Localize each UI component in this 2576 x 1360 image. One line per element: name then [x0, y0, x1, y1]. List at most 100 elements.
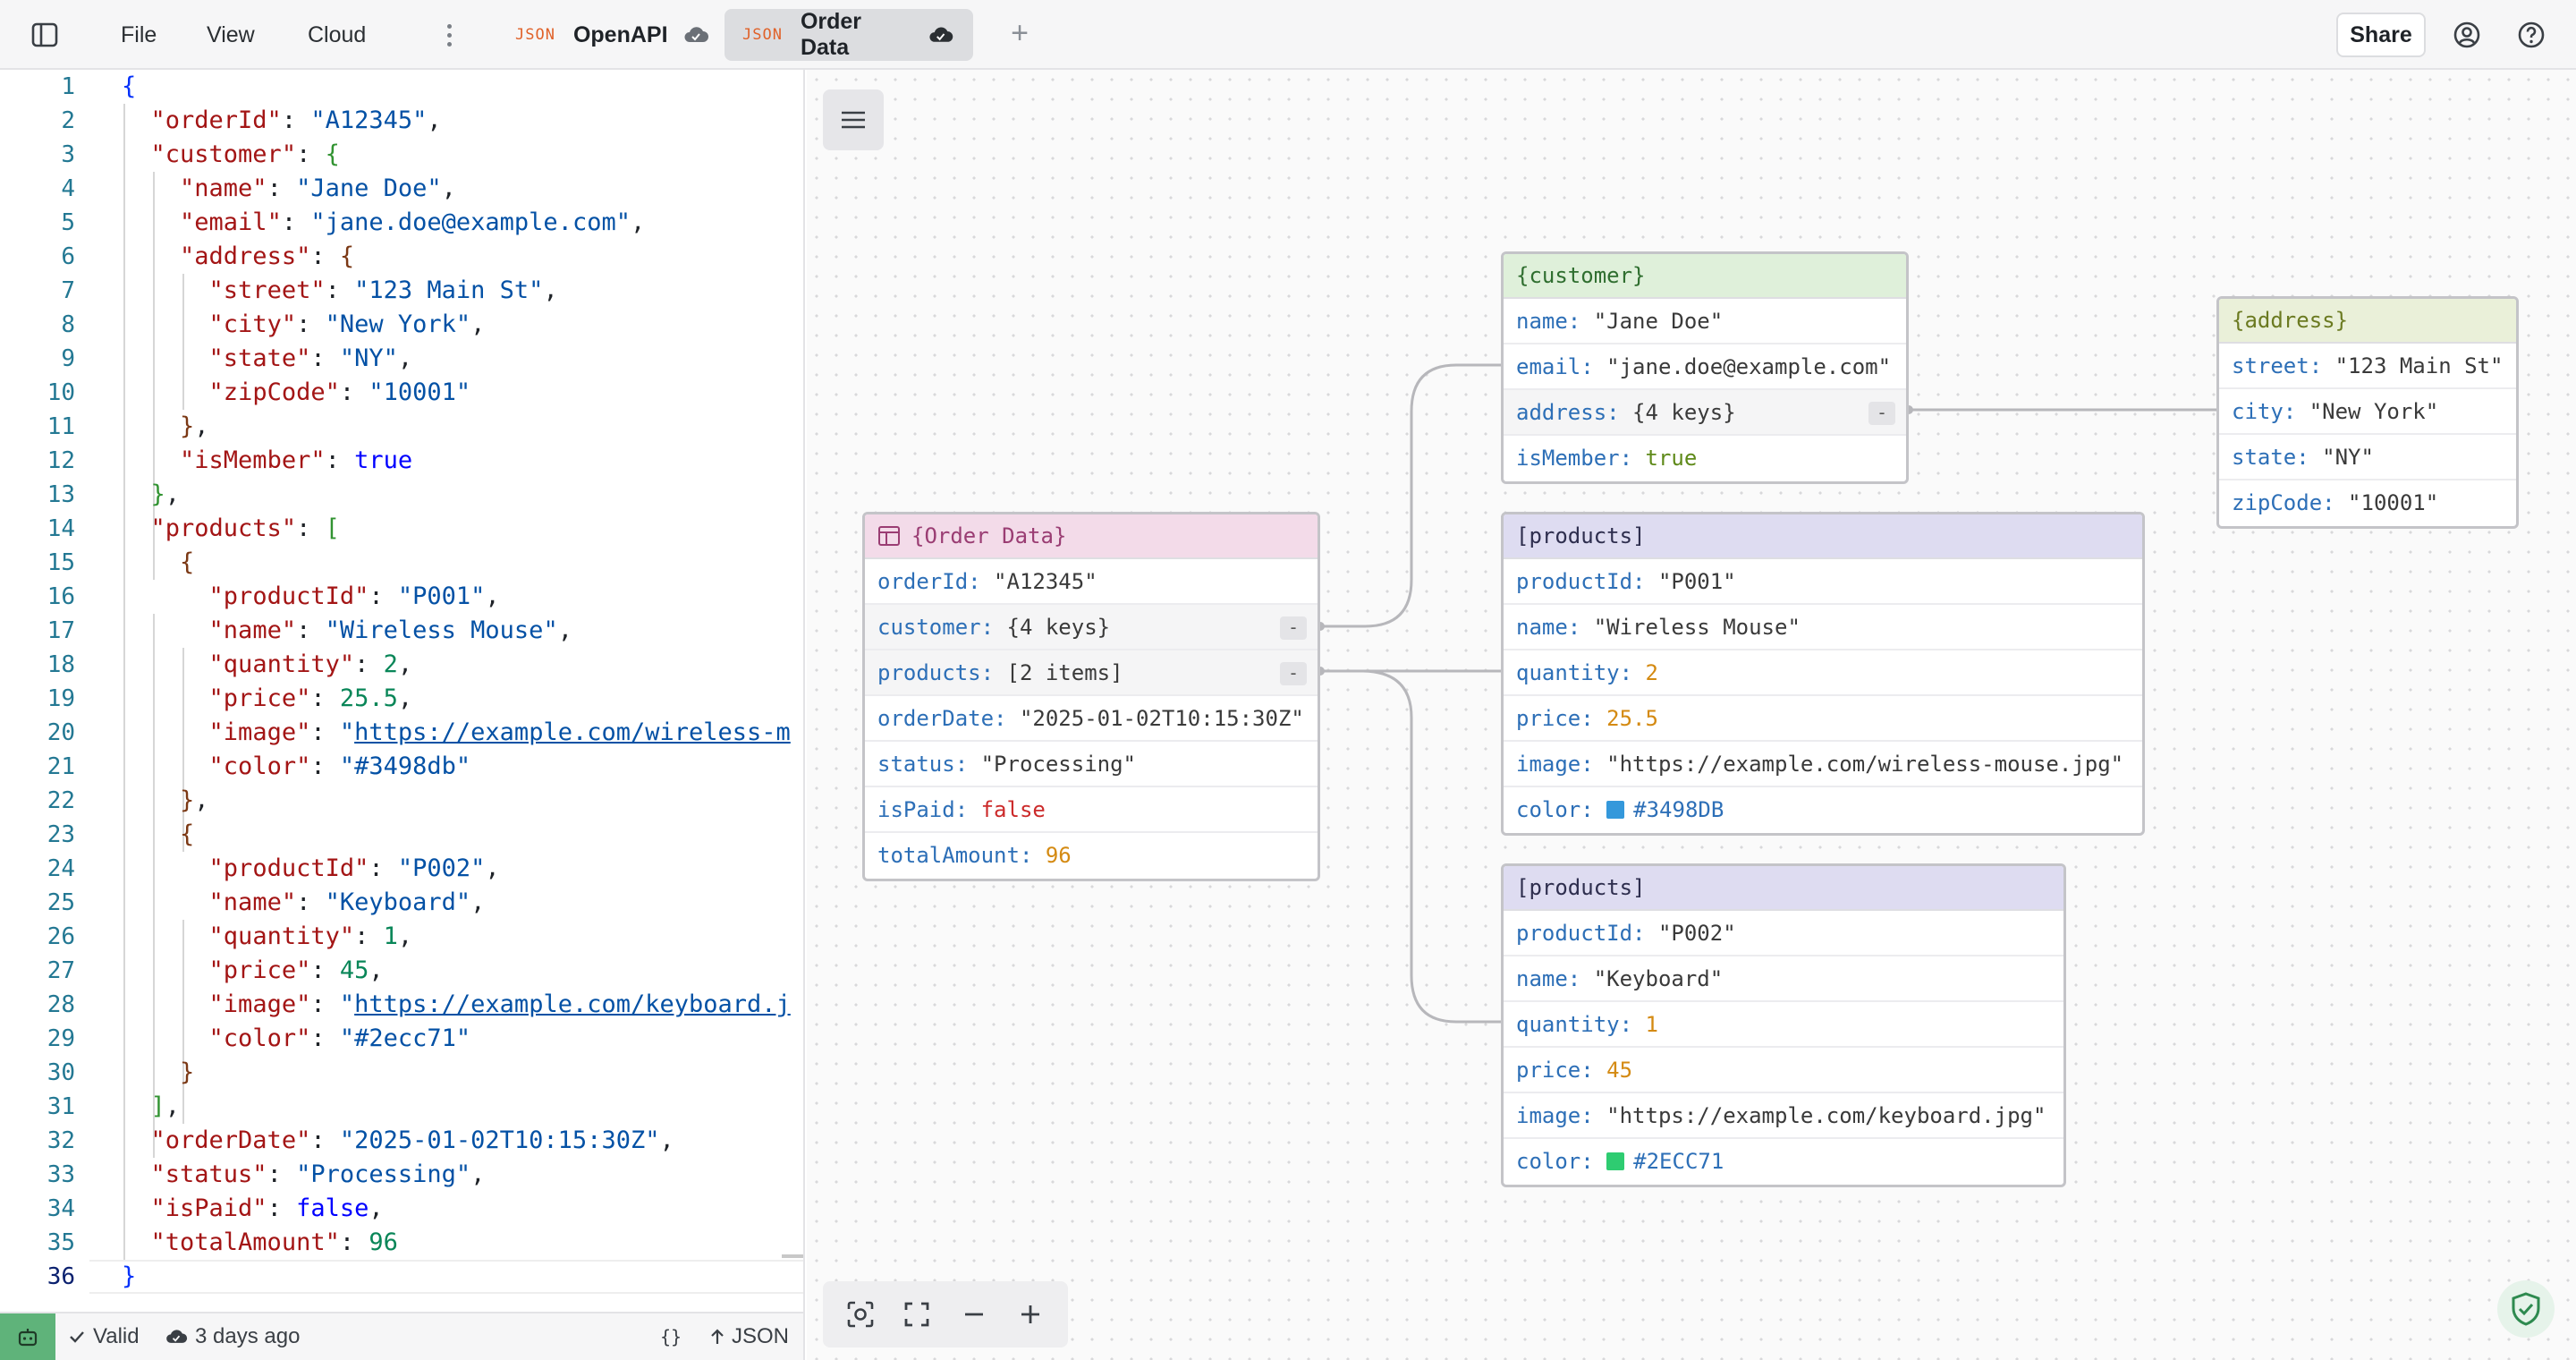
line-number: 30: [47, 1059, 75, 1086]
line-number: 11: [47, 413, 75, 440]
menu-view[interactable]: View: [207, 22, 255, 47]
json-key: "quantity": [208, 922, 355, 950]
indent-guide: [182, 648, 184, 852]
indent-guide: [182, 920, 184, 1124]
json-string: "123 Main St": [354, 276, 544, 304]
node-order-data[interactable]: {Order Data} orderId: "A12345" customer:…: [862, 512, 1320, 881]
line-number: 10: [47, 379, 75, 406]
focus-icon[interactable]: [841, 1295, 880, 1334]
validation-status: Valid: [68, 1313, 140, 1360]
line-number: 34: [47, 1195, 75, 1222]
node-header: {Order Data}: [865, 514, 1318, 559]
json-key: "name": [208, 616, 297, 644]
format-braces-button[interactable]: {}: [660, 1326, 682, 1347]
line-number: 21: [47, 753, 75, 780]
node-title: {customer}: [1516, 263, 1646, 288]
json-key: "products": [150, 514, 297, 542]
new-tab-button[interactable]: +: [1011, 16, 1029, 50]
share-button[interactable]: Share: [2336, 13, 2426, 57]
node-product-1[interactable]: [products] productId: "P001" name: "Wire…: [1501, 512, 2145, 836]
color-swatch: [1606, 1152, 1625, 1170]
cloud-synced-icon: [684, 27, 708, 42]
json-string: "P002": [397, 854, 486, 882]
node-customer[interactable]: {customer} name: "Jane Doe" email: "jane…: [1501, 251, 1909, 484]
json-link[interactable]: https://example.com/wireless-m: [354, 718, 791, 746]
json-key: "email": [180, 208, 282, 236]
zoom-out-icon[interactable]: [954, 1295, 994, 1334]
line-number: 12: [47, 447, 75, 474]
json-string: "Keyboard": [325, 888, 471, 916]
collapse-button[interactable]: -: [1868, 402, 1895, 425]
line-number: 23: [47, 821, 75, 848]
status-bar: Valid 3 days ago {} JSON: [0, 1312, 805, 1360]
graph-canvas[interactable]: {Order Data} orderId: "A12345" customer:…: [807, 70, 2576, 1360]
json-key: "status": [150, 1160, 267, 1188]
account-icon[interactable]: [2449, 17, 2485, 53]
current-line-highlight: [89, 1260, 803, 1294]
node-row-customer[interactable]: customer: {4 keys}-: [865, 605, 1318, 650]
line-number: 14: [47, 515, 75, 542]
menu-cloud[interactable]: Cloud: [308, 22, 367, 47]
more-options-icon[interactable]: [438, 17, 460, 53]
help-icon[interactable]: [2513, 17, 2549, 53]
json-key: "image": [208, 718, 311, 746]
tab-order-data[interactable]: JSON Order Data: [724, 9, 973, 61]
json-key: "totalAmount": [150, 1228, 340, 1256]
line-number: 8: [61, 311, 75, 338]
zoom-toolbar: [823, 1281, 1068, 1347]
json-file-tag: JSON: [515, 26, 555, 44]
arrow-up-icon: [711, 1329, 724, 1344]
json-string: "A12345": [310, 106, 428, 134]
node-header: {customer}: [1504, 254, 1906, 299]
json-key: "state": [208, 344, 311, 372]
json-key: "isPaid": [150, 1194, 267, 1222]
node-header: [products]: [1504, 866, 2063, 911]
zoom-in-icon[interactable]: [1011, 1295, 1050, 1334]
color-swatch: [1606, 801, 1625, 819]
json-string: "#2ecc71": [339, 1024, 471, 1052]
node-row: productId: "P002": [1504, 911, 2063, 956]
node-row: quantity: 1: [1504, 1002, 2063, 1048]
node-title: {address}: [2232, 308, 2349, 333]
canvas-menu-button[interactable]: [823, 89, 884, 150]
menu-file[interactable]: File: [121, 22, 157, 47]
graph-edges: [1316, 363, 2216, 1024]
horizontal-scrollbar[interactable]: [782, 1254, 803, 1258]
node-row-address[interactable]: address: {4 keys}-: [1504, 390, 1906, 436]
json-key: "color": [208, 752, 311, 780]
node-row: totalAmount: 96: [877, 843, 1072, 868]
collapse-button[interactable]: -: [1280, 616, 1307, 640]
fullscreen-icon[interactable]: [897, 1295, 936, 1334]
json-number: 96: [369, 1228, 398, 1256]
format-label: JSON: [732, 1324, 790, 1348]
collapse-button[interactable]: -: [1280, 662, 1307, 685]
line-number: 7: [61, 277, 75, 304]
node-row: price: 25.5: [1504, 696, 2142, 742]
node-row: status: "Processing": [865, 742, 1318, 787]
node-product-2[interactable]: [products] productId: "P002" name: "Keyb…: [1501, 863, 2066, 1187]
status-indicator[interactable]: [0, 1313, 55, 1360]
node-row: name: "Keyboard": [1504, 956, 2063, 1002]
json-key: "color": [208, 1024, 311, 1052]
tab-openapi[interactable]: JSON OpenAPI: [497, 9, 729, 61]
line-number: 9: [61, 345, 75, 372]
node-row-products[interactable]: products: [2 items]-: [865, 650, 1318, 696]
node-row: image: "https://example.com/keyboard.jpg…: [1504, 1093, 2063, 1139]
node-row: street: "123 Main St": [2219, 344, 2516, 389]
sidebar-toggle-icon[interactable]: [27, 17, 63, 53]
node-row: color: #2ECC71: [1516, 1149, 1724, 1174]
line-number: 25: [47, 889, 75, 916]
indent-guide: [153, 614, 155, 1158]
json-key: "name": [208, 888, 297, 916]
node-address[interactable]: {address} street: "123 Main St" city: "N…: [2216, 296, 2519, 529]
line-number: 3: [61, 141, 75, 168]
json-boolean: true: [354, 446, 413, 474]
format-selector[interactable]: JSON: [710, 1313, 789, 1360]
cloud-synced-icon: [929, 27, 953, 42]
json-link[interactable]: https://example.com/keyboard.j: [354, 990, 791, 1018]
shield-check-icon[interactable]: [2497, 1280, 2555, 1338]
line-number: 32: [47, 1127, 75, 1154]
node-row: image: "https://example.com/wireless-mou…: [1504, 742, 2142, 787]
